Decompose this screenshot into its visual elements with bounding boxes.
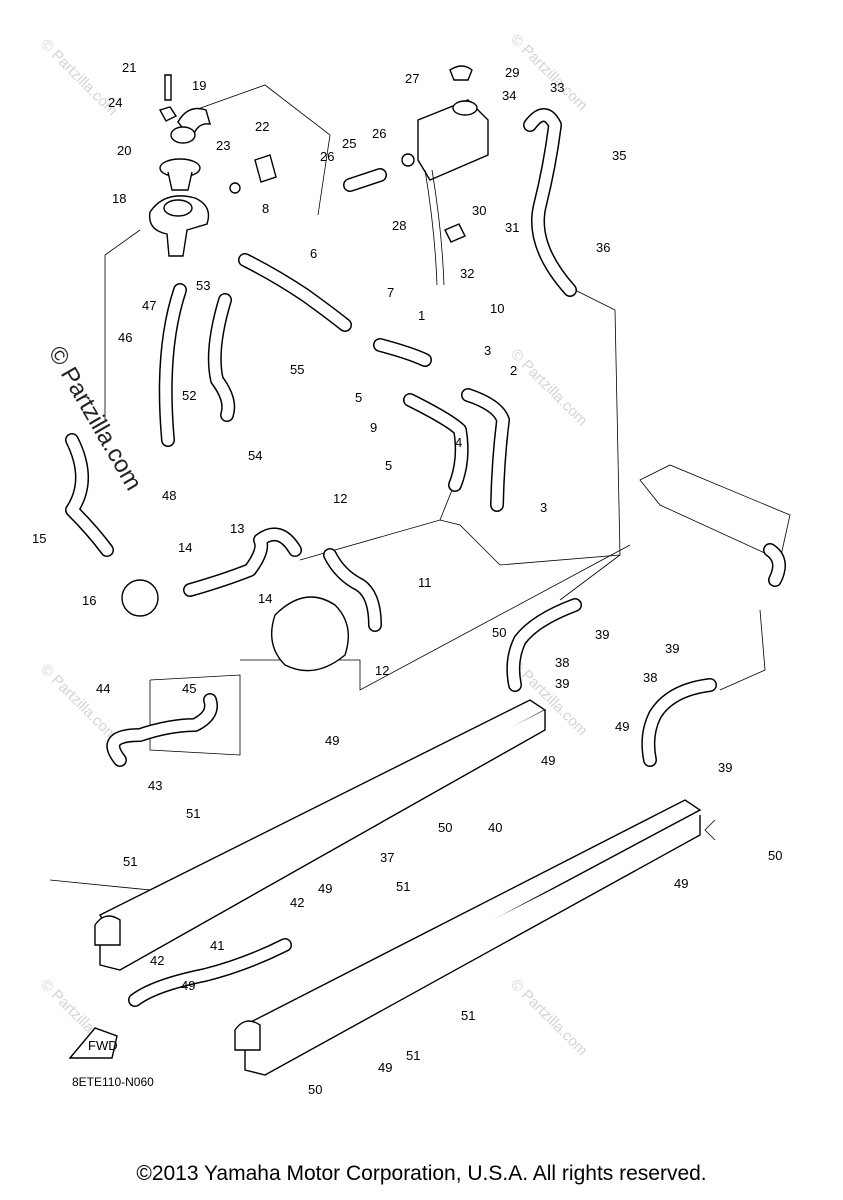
callout-numbers: 1233455678910111212131414151618192021222… — [32, 60, 782, 1097]
callout-51: 51 — [396, 879, 410, 894]
callout-16: 16 — [82, 593, 96, 608]
callout-39: 39 — [555, 676, 569, 691]
callout-54: 54 — [248, 448, 262, 463]
watermark: © Partzilla.com — [507, 31, 590, 114]
fwd-label: FWD — [88, 1038, 118, 1053]
callout-2: 2 — [510, 363, 517, 378]
callout-13: 13 — [230, 521, 244, 536]
fwd-arrow: FWD — [68, 1027, 118, 1059]
hoses-upper — [65, 108, 577, 767]
hoses-lower — [128, 598, 717, 1007]
callout-33: 33 — [550, 80, 564, 95]
callout-35: 35 — [612, 148, 626, 163]
callout-1: 1 — [418, 308, 425, 323]
callout-49: 49 — [181, 978, 195, 993]
callout-49: 49 — [615, 719, 629, 734]
callout-39: 39 — [595, 627, 609, 642]
coolant-reservoir — [401, 65, 489, 286]
callout-51: 51 — [186, 806, 200, 821]
callout-42: 42 — [150, 953, 164, 968]
copyright-notice: ©2013 Yamaha Motor Corporation, U.S.A. A… — [136, 1162, 707, 1185]
callout-40: 40 — [488, 820, 502, 835]
callout-12: 12 — [333, 491, 347, 506]
radiator — [639, 464, 791, 587]
callout-28: 28 — [392, 218, 406, 233]
callout-22: 22 — [255, 119, 269, 134]
callout-38: 38 — [555, 655, 569, 670]
callout-18: 18 — [112, 191, 126, 206]
callout-29: 29 — [505, 65, 519, 80]
callout-39: 39 — [718, 760, 732, 775]
callout-32: 32 — [460, 266, 474, 281]
callout-49: 49 — [325, 733, 339, 748]
callout-51: 51 — [123, 854, 137, 869]
callout-50: 50 — [438, 820, 452, 835]
callout-10: 10 — [490, 301, 504, 316]
callout-51: 51 — [461, 1008, 475, 1023]
callout-37: 37 — [380, 850, 394, 865]
callout-15: 15 — [32, 531, 46, 546]
callout-14: 14 — [178, 540, 192, 555]
callout-7: 7 — [387, 285, 394, 300]
callout-49: 49 — [541, 753, 555, 768]
callout-27: 27 — [405, 71, 419, 86]
callout-49: 49 — [318, 881, 332, 896]
callout-50: 50 — [768, 848, 782, 863]
callout-48: 48 — [162, 488, 176, 503]
callout-36: 36 — [596, 240, 610, 255]
watermark: © Partzilla.com — [507, 976, 590, 1059]
callout-12: 12 — [375, 663, 389, 678]
callout-45: 45 — [182, 681, 196, 696]
callout-3: 3 — [540, 500, 547, 515]
callout-50: 50 — [308, 1082, 322, 1097]
callout-3: 3 — [484, 343, 491, 358]
callout-6: 6 — [310, 246, 317, 261]
callout-26: 26 — [320, 149, 334, 164]
callout-55: 55 — [290, 362, 304, 377]
callout-39: 39 — [665, 641, 679, 656]
callout-19: 19 — [192, 78, 206, 93]
watermark-large: © Partzilla.com — [43, 342, 147, 496]
callout-49: 49 — [378, 1060, 392, 1075]
callout-43: 43 — [148, 778, 162, 793]
callout-50: 50 — [492, 625, 506, 640]
callout-25: 25 — [342, 136, 356, 151]
watermark: © Partzilla.com — [507, 346, 590, 429]
callout-51: 51 — [406, 1048, 420, 1063]
callout-9: 9 — [370, 420, 377, 435]
callout-4: 4 — [455, 435, 462, 450]
callout-49: 49 — [674, 876, 688, 891]
heat-exchangers — [94, 699, 702, 1076]
callout-34: 34 — [502, 88, 516, 103]
callout-21: 21 — [122, 60, 136, 75]
callout-38: 38 — [643, 670, 657, 685]
callout-30: 30 — [472, 203, 486, 218]
callout-46: 46 — [118, 330, 132, 345]
thermostat-group — [148, 74, 277, 257]
diagram-code: 8ETE110-N060 — [72, 1075, 154, 1089]
callout-41: 41 — [210, 938, 224, 953]
callout-24: 24 — [108, 95, 122, 110]
callout-44: 44 — [96, 681, 110, 696]
callout-5: 5 — [355, 390, 362, 405]
callout-20: 20 — [117, 143, 131, 158]
callout-5: 5 — [385, 458, 392, 473]
water-pump — [121, 579, 349, 672]
callout-52: 52 — [182, 388, 196, 403]
callout-26: 26 — [372, 126, 386, 141]
callout-31: 31 — [505, 220, 519, 235]
callout-47: 47 — [142, 298, 156, 313]
watermark: © Partzilla.com — [37, 661, 120, 744]
callout-8: 8 — [262, 201, 269, 216]
callout-53: 53 — [196, 278, 210, 293]
callout-11: 11 — [418, 575, 432, 590]
callout-23: 23 — [216, 138, 230, 153]
callout-14: 14 — [258, 591, 272, 606]
callout-42: 42 — [290, 895, 304, 910]
